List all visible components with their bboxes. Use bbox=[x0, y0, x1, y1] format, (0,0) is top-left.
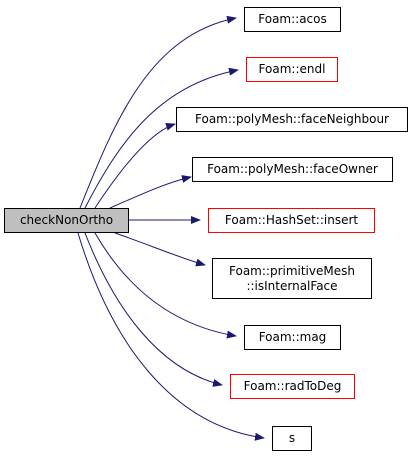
edge-to-endl bbox=[84, 67, 239, 209]
node-checknonortho: checkNonOrtho bbox=[4, 208, 129, 233]
node-label-line1: Foam::primitiveMesh bbox=[229, 263, 355, 278]
node-label: Foam::endl bbox=[258, 62, 326, 76]
edge-to-isinternalface bbox=[114, 232, 206, 267]
node-foam-polymesh-faceneighbour[interactable]: Foam::polyMesh::faceNeighbour bbox=[176, 107, 408, 132]
node-label: Foam::acos bbox=[258, 12, 327, 26]
node-label-line2: ::isInternalFace bbox=[246, 278, 338, 293]
node-label: Foam::radToDeg bbox=[243, 379, 342, 393]
node-foam-radtodeg[interactable]: Foam::radToDeg bbox=[230, 374, 355, 399]
node-label: Foam::HashSet::insert bbox=[224, 213, 359, 227]
node-foam-acos[interactable]: Foam::acos bbox=[244, 7, 341, 32]
node-s[interactable]: s bbox=[272, 426, 312, 451]
edge-to-faceowner bbox=[109, 175, 192, 209]
node-foam-hashset-insert[interactable]: Foam::HashSet::insert bbox=[208, 208, 375, 233]
node-label: Foam::polyMesh::faceOwner bbox=[207, 162, 378, 176]
edge-to-acos bbox=[79, 15, 237, 209]
node-foam-primitivemesh-isinternalface[interactable]: Foam::primitiveMesh ::isInternalFace bbox=[212, 258, 372, 299]
edge-to-mag bbox=[94, 232, 237, 339]
node-foam-polymesh-faceowner[interactable]: Foam::polyMesh::faceOwner bbox=[192, 157, 393, 182]
edge-to-radtodeg bbox=[84, 232, 223, 387]
node-label: Foam::polyMesh::faceNeighbour bbox=[195, 112, 389, 126]
edge-to-s bbox=[77, 232, 265, 441]
edge-to-faceneighbour bbox=[94, 122, 176, 209]
node-foam-mag[interactable]: Foam::mag bbox=[244, 325, 341, 350]
node-foam-endl[interactable]: Foam::endl bbox=[246, 57, 338, 82]
node-label: checkNonOrtho bbox=[19, 213, 114, 227]
node-label: Foam::mag bbox=[258, 330, 327, 344]
node-label: s bbox=[288, 431, 296, 445]
